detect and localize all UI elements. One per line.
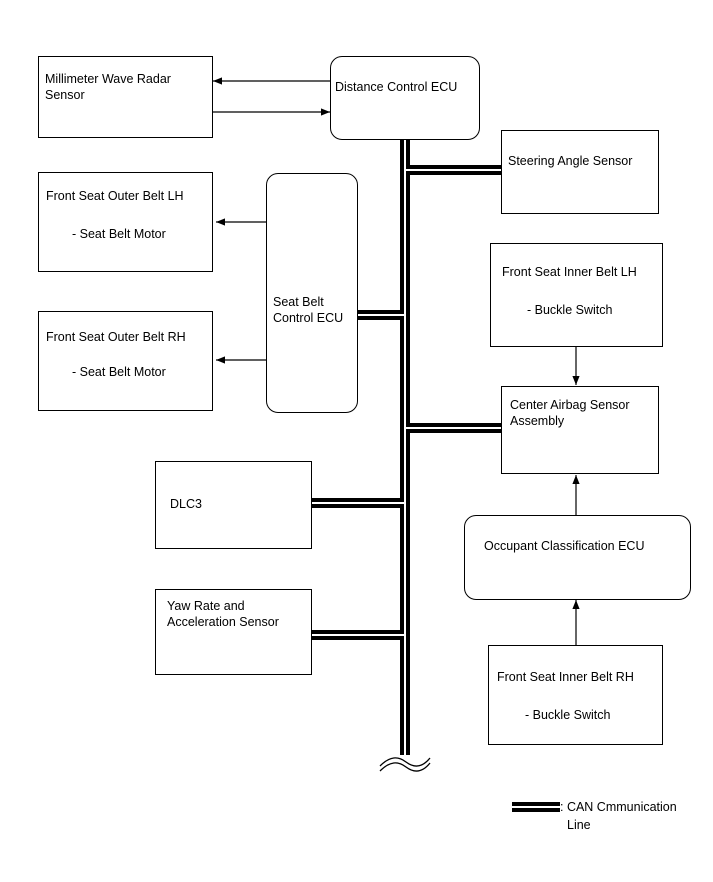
can-bus-lines — [312, 140, 501, 772]
seat-belt-control-ecu-label-line1: Seat Belt — [273, 295, 324, 309]
seat-belt-control-ecu-box — [266, 173, 358, 413]
yaw-rate-sensor-box — [155, 589, 312, 675]
front-seat-outer-belt-lh-title: Front Seat Outer Belt LH — [46, 189, 184, 203]
front-seat-outer-belt-lh-sub: - Seat Belt Motor — [72, 227, 166, 241]
radar-sensor-label-line2: Sensor — [45, 88, 85, 102]
occupant-classification-ecu-label: Occupant Classification ECU — [484, 539, 645, 553]
radar-sensor-label-line1: Millimeter Wave Radar — [45, 72, 171, 86]
steering-angle-sensor-label: Steering Angle Sensor — [508, 154, 633, 168]
steering-angle-sensor-box — [501, 130, 659, 214]
occupant-classification-ecu-box — [464, 515, 691, 600]
distance-control-ecu-box — [330, 56, 480, 140]
center-airbag-sensor-label-line1: Center Airbag Sensor — [510, 398, 630, 412]
front-seat-outer-belt-rh-title: Front Seat Outer Belt RH — [46, 330, 186, 344]
center-airbag-sensor-box — [501, 386, 659, 474]
legend-label-line1: : CAN Cmmunication — [560, 800, 677, 814]
dlc3-label: DLC3 — [170, 497, 202, 511]
dlc3-box — [155, 461, 312, 549]
front-seat-inner-belt-rh-box — [488, 645, 663, 745]
legend-label-line2: Line — [567, 818, 591, 832]
signal-arrows — [213, 77, 580, 645]
radar-sensor-box — [38, 56, 213, 138]
front-seat-outer-belt-rh-box — [38, 311, 213, 411]
distance-control-ecu-label: Distance Control ECU — [335, 80, 458, 94]
front-seat-inner-belt-rh-sub: - Buckle Switch — [525, 708, 611, 722]
front-seat-inner-belt-lh-box — [490, 243, 663, 347]
front-seat-outer-belt-lh-box — [38, 172, 213, 272]
front-seat-inner-belt-lh-sub: - Buckle Switch — [527, 303, 613, 317]
front-seat-outer-belt-rh-sub: - Seat Belt Motor — [72, 365, 166, 379]
center-airbag-sensor-label-line2: Assembly — [510, 414, 565, 428]
front-seat-inner-belt-rh-title: Front Seat Inner Belt RH — [497, 670, 634, 684]
yaw-rate-sensor-label-line2: Acceleration Sensor — [167, 615, 279, 629]
front-seat-inner-belt-lh-title: Front Seat Inner Belt LH — [502, 265, 637, 279]
yaw-rate-sensor-label-line1: Yaw Rate and — [167, 599, 245, 613]
seat-belt-control-ecu-label-line2: Control ECU — [273, 311, 344, 325]
